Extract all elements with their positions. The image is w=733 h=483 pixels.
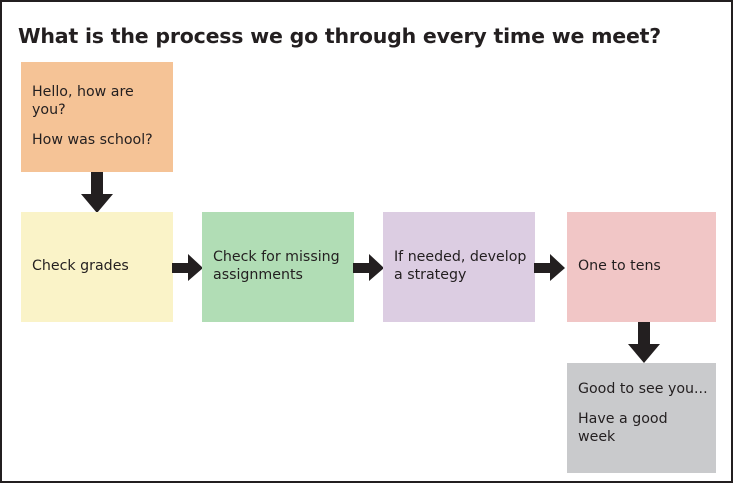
- arrow-right-check-grades-to-missing-assignments: [172, 254, 204, 282]
- arrow-down-one-to-tens-to-closing: [627, 322, 661, 364]
- flow-box-one-to-tens-label: One to tens: [578, 258, 661, 275]
- flow-box-one-to-tens[interactable]: One to tens: [567, 212, 716, 322]
- flow-box-strategy-label: If needed, develop a strategy: [394, 249, 527, 283]
- flow-box-closing[interactable]: Good to see you... Have a good week: [567, 363, 716, 473]
- flow-box-closing-line-2: Have a good week: [578, 410, 668, 445]
- flow-box-greeting-line-2: How was school?: [32, 131, 153, 148]
- flow-box-greeting[interactable]: Hello, how are you? How was school?: [21, 62, 173, 172]
- flow-box-check-grades-label: Check grades: [32, 258, 129, 275]
- flow-box-strategy[interactable]: If needed, develop a strategy: [383, 212, 535, 322]
- flow-box-check-grades[interactable]: Check grades: [21, 212, 173, 322]
- arrow-right-strategy-to-one-to-tens: [534, 254, 566, 282]
- arrow-down-greeting-to-check-grades: [80, 172, 114, 214]
- flow-box-closing-line-1: Good to see you...: [578, 381, 708, 397]
- flow-box-greeting-line-1: Hello, how are you?: [32, 84, 134, 118]
- flow-box-missing-assignments-label: Check for missing assignments: [213, 249, 340, 283]
- arrow-right-missing-assignments-to-strategy: [353, 254, 385, 282]
- flow-box-missing-assignments[interactable]: Check for missing assignments: [202, 212, 354, 322]
- page-title: What is the process we go through every …: [18, 24, 661, 48]
